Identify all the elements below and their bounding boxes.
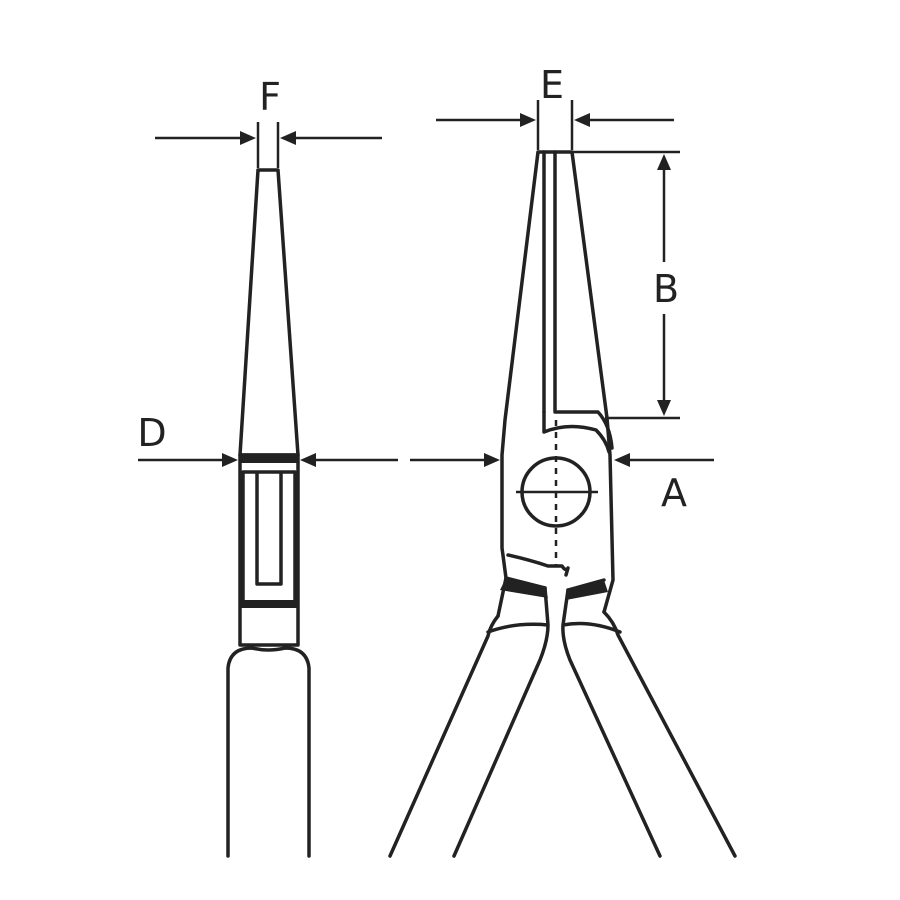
dimension-d-label: D [137, 411, 166, 455]
side-view-handle [226, 646, 311, 858]
side-view-slot [241, 470, 297, 602]
side-view-band-bottom [240, 600, 298, 608]
side-view-jaw [238, 168, 300, 457]
side-view-pliers [226, 168, 311, 858]
dimension-a: A [410, 453, 714, 515]
dimension-b-label: B [653, 267, 679, 311]
dimension-a-label: A [661, 471, 687, 515]
front-view-jaw-faces [542, 150, 614, 450]
dimension-e: E [436, 63, 674, 150]
dimension-f-label: F [259, 75, 281, 119]
front-view-jaw-curve [542, 410, 611, 454]
front-view-pliers [388, 150, 737, 858]
side-view-band-top [240, 455, 298, 463]
dimension-b: B [572, 150, 682, 420]
dimension-f: F [155, 75, 382, 168]
dimension-d: D [137, 411, 398, 467]
side-view-joint [238, 453, 300, 647]
dimension-e-label: E [540, 63, 564, 107]
front-view-handle-right [561, 588, 737, 858]
front-view-handle-left [388, 586, 550, 858]
